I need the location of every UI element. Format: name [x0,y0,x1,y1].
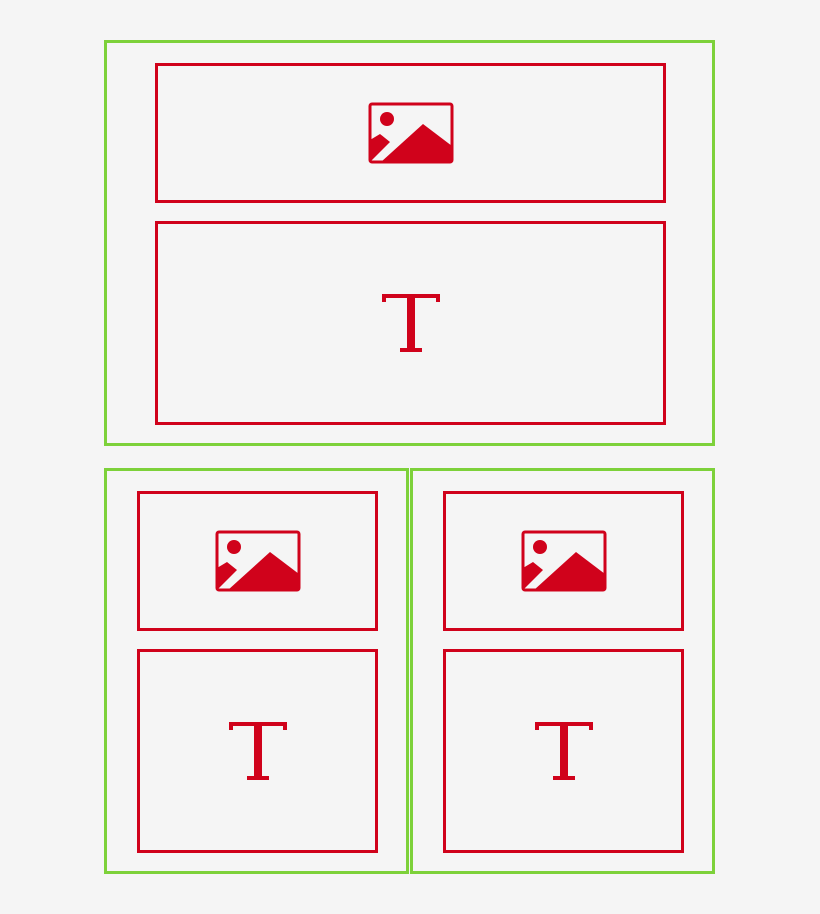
text-icon [381,294,440,352]
bottom-right-image-placeholder [443,491,684,631]
bottom-left-section-container [104,468,409,874]
top-text-placeholder [155,221,666,425]
image-icon [521,530,606,592]
image-icon [368,102,453,164]
top-section-container [104,40,715,446]
image-icon [215,530,300,592]
top-image-placeholder [155,63,666,203]
text-icon [534,722,593,780]
bottom-right-section-container [410,468,715,874]
bottom-left-image-placeholder [137,491,378,631]
text-icon [228,722,287,780]
bottom-left-text-placeholder [137,649,378,853]
bottom-right-text-placeholder [443,649,684,853]
